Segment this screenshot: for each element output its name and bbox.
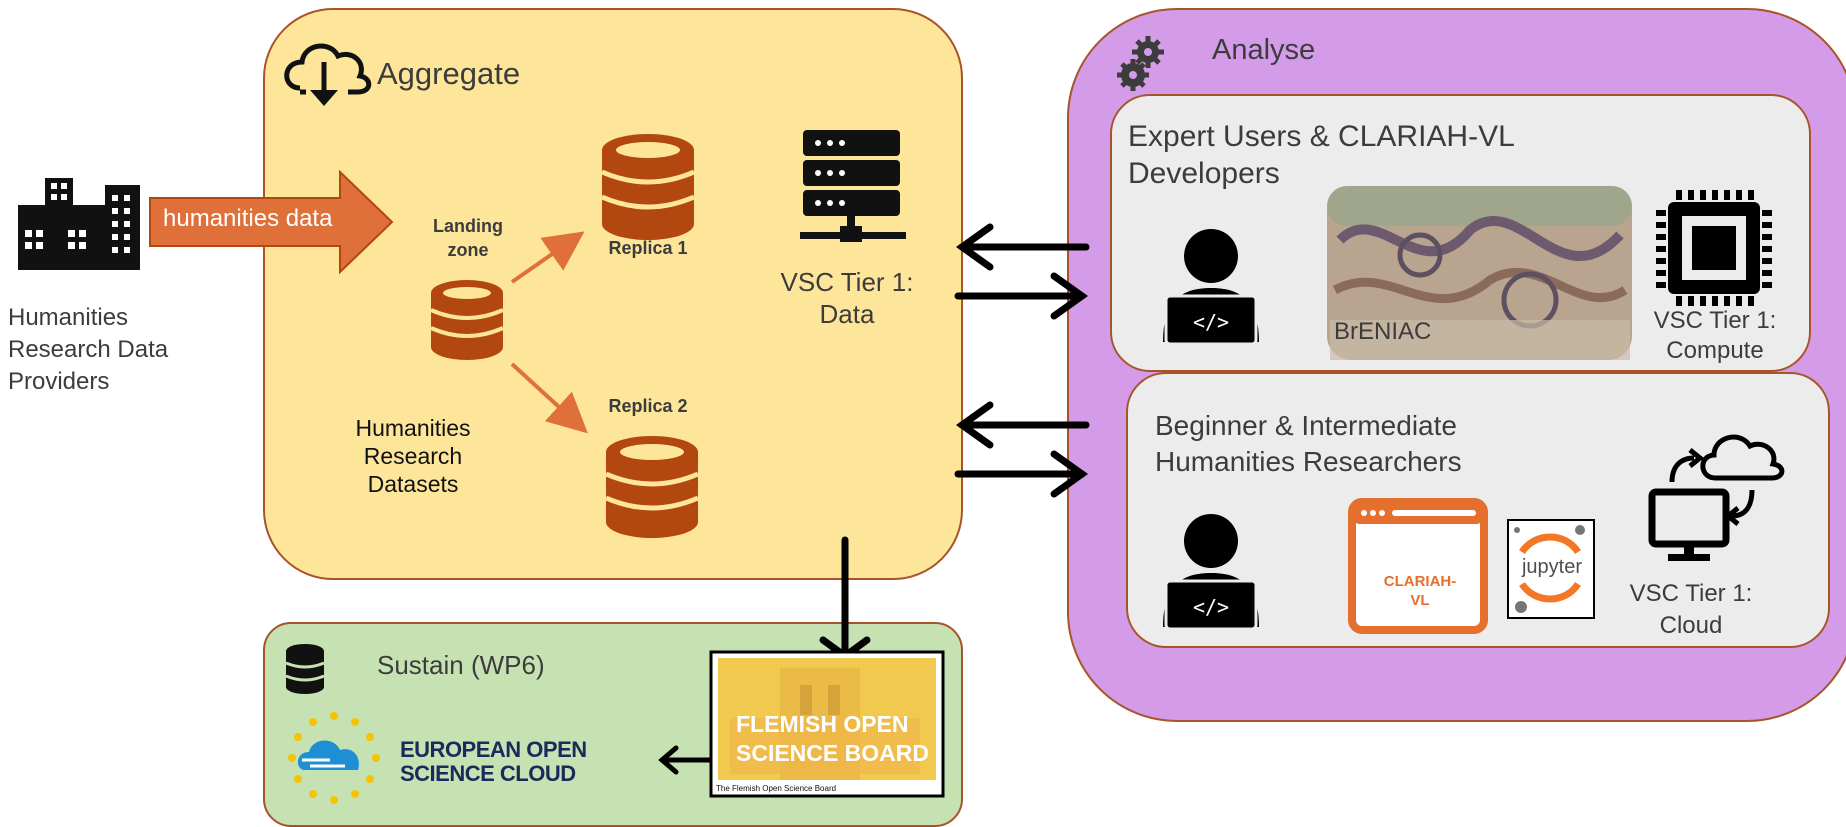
arrow-to-replica-2	[510, 362, 588, 434]
fosb-line2: SCIENCE BOARD	[736, 740, 929, 766]
datasets-line1: Humanities	[355, 415, 471, 441]
humanities-data-arrow	[149, 169, 394, 275]
replica-1-database-icon	[601, 134, 695, 240]
beginner-title-line1: Beginner & Intermediate	[1155, 410, 1457, 441]
expert-title-line1: Expert Users & CLARIAH-VL	[1128, 120, 1515, 153]
replica-1-label: Replica 1	[608, 238, 688, 258]
expert-title-line2: Developers	[1128, 157, 1280, 190]
breniac-label: BrENIAC	[1334, 318, 1432, 345]
clariah-line2: VL	[1410, 592, 1430, 609]
server-icon	[800, 130, 906, 242]
clariah-vl-label: CLARIAH- VL	[1358, 572, 1482, 610]
fosb-image	[709, 650, 945, 798]
svg-text:</>: </>	[1193, 595, 1229, 619]
svg-text:</>: </>	[1193, 310, 1229, 334]
arrow-to-eosc	[658, 745, 713, 775]
vsc-cloud-line1: VSC Tier 1:	[1629, 580, 1753, 607]
landing-zone-label: Landing zone	[418, 214, 518, 262]
vsc-data-line2: Data	[819, 299, 875, 329]
replica-2-database-icon	[605, 436, 699, 538]
beginner-title: Beginner & Intermediate Humanities Resea…	[1155, 408, 1462, 480]
exchange-arrows-expert	[954, 223, 1090, 320]
sustain-title: Sustain (WP6)	[377, 650, 545, 680]
fosb-caption: The Flemish Open Science Board	[716, 784, 837, 793]
clariah-vl-window-icon	[1348, 498, 1488, 634]
eosc-line1: EUROPEAN OPEN	[400, 737, 587, 762]
clariah-line1: CLARIAH-	[1383, 573, 1457, 590]
cloud-download-icon	[284, 43, 372, 96]
vsc-data-line1: VSC Tier 1:	[780, 267, 914, 297]
vsc-compute-line1: VSC Tier 1:	[1653, 307, 1777, 334]
gears-icon	[1117, 36, 1164, 91]
vsc-data-label: VSC Tier 1: Data	[767, 266, 927, 330]
archive-arrow	[819, 536, 871, 661]
datasets-line3: Datasets	[367, 471, 459, 497]
datasets-line2: Research	[363, 443, 463, 469]
buildings-icon	[18, 178, 140, 270]
landing-zone-line2: zone	[447, 240, 489, 260]
providers-label-line1: Humanities	[8, 304, 129, 331]
vsc-compute-label: VSC Tier 1: Compute	[1640, 306, 1790, 366]
replica-2-label: Replica 2	[608, 396, 688, 416]
cloud-sync-icon	[1648, 434, 1785, 561]
providers-label-line2: Research Data	[8, 336, 169, 363]
humanities-data-label: humanities data	[163, 205, 333, 232]
developer-user-icon-beginner: </>	[1163, 514, 1259, 631]
cloud-download-arrowhead	[310, 90, 338, 106]
vsc-compute-line2: Compute	[1666, 337, 1764, 364]
jupyter-label: jupyter	[1521, 556, 1583, 578]
fosb-title: FLEMISH OPEN SCIENCE BOARD	[736, 710, 929, 768]
datasets-label: Humanities Research Datasets	[343, 414, 483, 498]
breniac-supercomputer-image	[1327, 186, 1632, 360]
landing-zone-database-icon	[430, 280, 504, 360]
beginner-title-line2: Humanities Researchers	[1155, 446, 1462, 477]
jupyter-logo	[1507, 519, 1595, 619]
arrow-to-replica-1	[510, 231, 585, 284]
fosb-line1: FLEMISH OPEN	[736, 711, 909, 737]
providers-label: Humanities Research Data Providers	[8, 302, 168, 398]
aggregate-title: Aggregate	[377, 56, 521, 91]
sustain-database-icon	[285, 644, 325, 694]
cpu-chip-icon	[1656, 190, 1772, 306]
exchange-arrows-beginner	[954, 401, 1090, 498]
developer-user-icon-expert: </>	[1163, 229, 1259, 346]
eosc-label: EUROPEAN OPEN SCIENCE CLOUD	[400, 738, 587, 786]
eosc-line2: SCIENCE CLOUD	[400, 761, 576, 786]
analyse-title: Analyse	[1212, 34, 1316, 66]
vsc-cloud-line2: Cloud	[1659, 612, 1723, 639]
providers-label-line3: Providers	[8, 368, 110, 395]
landing-zone-line1: Landing	[433, 216, 503, 236]
expert-users-title: Expert Users & CLARIAH-VL Developers	[1128, 118, 1515, 192]
eosc-logo-icon	[288, 712, 380, 804]
vsc-cloud-label: VSC Tier 1: Cloud	[1616, 578, 1766, 642]
